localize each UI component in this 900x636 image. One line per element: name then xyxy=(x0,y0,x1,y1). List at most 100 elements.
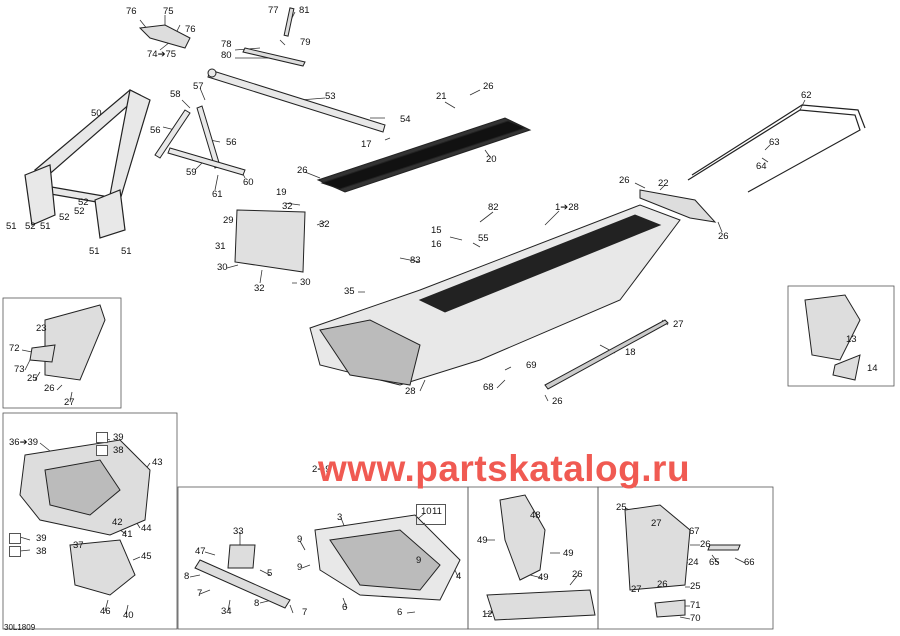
small-part-box xyxy=(96,445,108,456)
callout-27b: 27 xyxy=(64,397,75,408)
callout-26e: 26 xyxy=(552,396,563,407)
callout-17: 17 xyxy=(361,139,372,150)
callout-77: 77 xyxy=(268,5,279,16)
long-bar-part xyxy=(207,68,386,133)
callout-34: 34 xyxy=(221,606,232,617)
panel-box-lower-right xyxy=(597,486,774,630)
callout-44: 44 xyxy=(141,523,152,534)
side-plate-part-24 xyxy=(624,504,741,618)
callout-32c: 32 xyxy=(254,283,265,294)
callout-51d: 51 xyxy=(121,246,132,257)
callout-54: 54 xyxy=(400,114,411,125)
callout-33: 33 xyxy=(233,526,244,537)
callout-26d: 26 xyxy=(718,231,729,242)
callout-76b: 76 xyxy=(185,24,196,35)
callout-51b: 51 xyxy=(40,221,51,232)
callout-26a: 26 xyxy=(483,81,494,92)
callout-30a: 30 xyxy=(217,262,228,273)
callout-3: 3 xyxy=(337,512,343,523)
callout-49b: 49 xyxy=(563,548,574,559)
callout-40: 40 xyxy=(123,610,134,621)
callout-38a: 38 xyxy=(113,445,124,456)
callout-66: 66 xyxy=(744,557,755,568)
callout-36-39: 36➔39 xyxy=(9,437,39,448)
callout-5: 5 xyxy=(267,568,273,579)
callout-30b: 30 xyxy=(300,277,311,288)
callout-13: 13 xyxy=(846,334,857,345)
callout-21: 21 xyxy=(436,91,447,102)
callout-1-28: 1➔28 xyxy=(555,202,579,213)
callout-47: 47 xyxy=(195,546,206,557)
callout-67: 67 xyxy=(689,526,700,537)
callout-49a: 49 xyxy=(477,535,488,546)
callout-59: 59 xyxy=(186,167,197,178)
callout-82: 82 xyxy=(488,202,499,213)
callout-52b: 52 xyxy=(74,206,85,217)
callout-51c: 51 xyxy=(89,246,100,257)
panel-part-23 xyxy=(29,304,106,381)
callout-52a: 52 xyxy=(78,197,89,208)
callout-45: 45 xyxy=(141,551,152,562)
callout-42: 42 xyxy=(112,517,123,528)
callout-25b: 25 xyxy=(616,502,627,513)
panel-box-lower-left xyxy=(2,412,178,630)
callout-50: 50 xyxy=(91,108,102,119)
rail-part-18 xyxy=(544,319,669,390)
callout-6b: 6 xyxy=(397,607,403,618)
callout-71: 71 xyxy=(690,600,701,611)
callout-76a: 76 xyxy=(126,6,137,17)
callout-41: 41 xyxy=(122,529,133,540)
callout-68: 68 xyxy=(483,382,494,393)
callout-52d: 52 xyxy=(25,221,36,232)
callout-53: 53 xyxy=(325,91,336,102)
rod-part xyxy=(242,7,306,67)
callout-46: 46 xyxy=(100,606,111,617)
callout-22: 22 xyxy=(658,178,669,189)
callout-43: 43 xyxy=(152,457,163,468)
watermark-text: www.partskatalog.ru xyxy=(318,448,691,489)
callout-10: 10 xyxy=(421,506,432,517)
callout-35: 35 xyxy=(344,286,355,297)
callout-27a: 27 xyxy=(673,319,684,330)
callout-12: 12 xyxy=(482,609,493,620)
callout-8a: 8 xyxy=(184,571,190,582)
callout-69: 69 xyxy=(526,360,537,371)
callout-48: 48 xyxy=(530,510,541,521)
callout-74-75: 74➔75 xyxy=(147,49,177,60)
callout-56b: 56 xyxy=(226,137,237,148)
panel-box-left xyxy=(2,297,122,409)
callout-80: 80 xyxy=(221,50,232,61)
callout-49c: 49 xyxy=(538,572,549,583)
callout-83: 83 xyxy=(410,255,421,266)
lower-frame-part-3 xyxy=(314,514,461,601)
plate-part xyxy=(234,209,306,273)
panel-box-right xyxy=(787,285,895,387)
callout-26f: 26 xyxy=(44,383,55,394)
callout-16: 16 xyxy=(431,239,442,250)
front-subframe-part xyxy=(19,439,151,596)
callout-37: 37 xyxy=(73,540,84,551)
callout-26h: 26 xyxy=(700,539,711,550)
side-panel-part-13 xyxy=(804,294,861,381)
callout-72: 72 xyxy=(9,343,20,354)
small-part-box xyxy=(9,533,21,544)
callout-39a: 39 xyxy=(113,432,124,443)
callout-9b: 9 xyxy=(297,562,303,573)
callout-6a: 6 xyxy=(342,602,348,613)
small-part-box xyxy=(9,546,21,557)
callout-38b: 38 xyxy=(36,546,47,557)
spindle-part-48 xyxy=(486,494,596,621)
callout-58: 58 xyxy=(170,89,181,100)
callout-31: 31 xyxy=(215,241,226,252)
callout-25c: 25 xyxy=(690,581,701,592)
callout-14: 14 xyxy=(867,363,878,374)
callout-81: 81 xyxy=(299,5,310,16)
callout-24: 24 xyxy=(688,557,699,568)
document-id: 30L1809 xyxy=(4,623,36,632)
callout-64: 64 xyxy=(756,161,767,172)
lower-rail-part-5 xyxy=(194,544,291,609)
front-frame-part xyxy=(24,89,151,239)
callout-78: 78 xyxy=(221,39,232,50)
callout-79: 79 xyxy=(300,37,311,48)
